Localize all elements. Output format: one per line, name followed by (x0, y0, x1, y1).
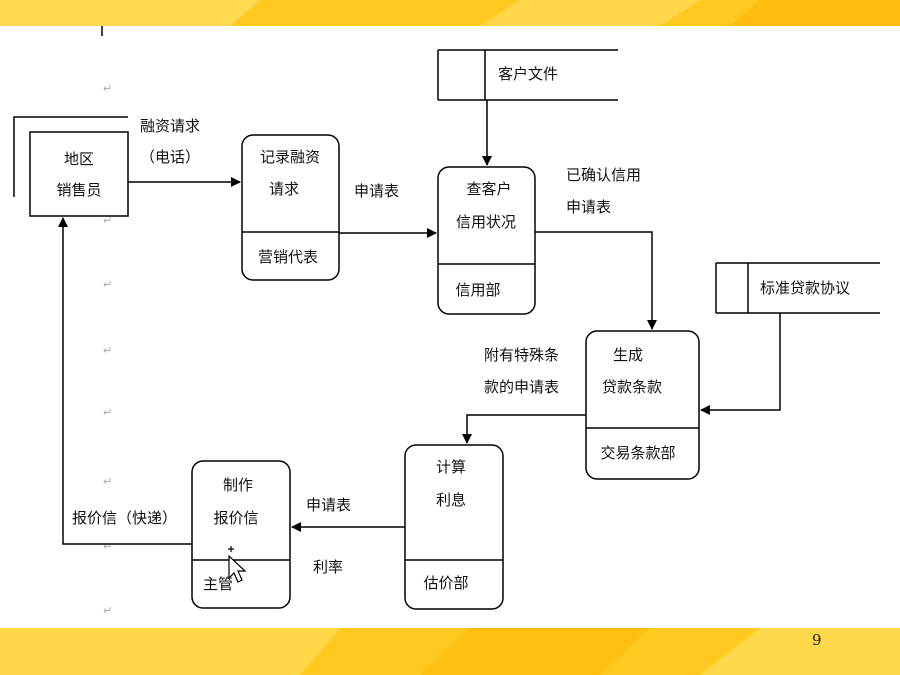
flow-label-quote-letter: 报价信（快递） (72, 509, 177, 527)
process-record-request: 记录融资 请求 营销代表 (241, 134, 340, 281)
arrow-quote-to-sales (58, 217, 192, 545)
svg-text:↵: ↵ (103, 604, 112, 617)
mouse-pointer-icon (228, 546, 247, 583)
process-title-line1: 制作 (223, 476, 253, 494)
data-store-standard-loan-agreement: 标准贷款协议 (715, 262, 880, 314)
arrow-check-to-generate (535, 231, 657, 330)
process-title-line1: 记录融资 (260, 148, 320, 166)
flow-label-application-form-2: 申请表 (306, 496, 351, 514)
process-title-line1: 查客户 (466, 180, 511, 198)
flow-arrows (58, 100, 781, 545)
flow-labels: 融资请求 （电话） 申请表 已确认信用 申请表 附有特殊条 款的申请表 申请表 … (72, 117, 641, 576)
bottom-banner (0, 628, 900, 675)
process-agent: 主管 (203, 575, 233, 593)
flow-label-application-form: 申请表 (354, 182, 399, 200)
flow-label-special-terms-form: 款的申请表 (484, 378, 559, 396)
flow-label-confirmed-credit-form: 申请表 (566, 198, 611, 216)
svg-text:↵: ↵ (103, 344, 112, 357)
svg-text:↵: ↵ (103, 82, 112, 95)
flow-label-confirmed-credit: 已确认信用 (566, 166, 641, 184)
entity-label-line2: 销售员 (56, 181, 101, 199)
process-title-line1: 计算 (436, 458, 466, 476)
top-banner (0, 0, 900, 26)
process-check-credit: 查客户 信用状况 信用部 (437, 166, 536, 315)
flow-label-special-terms: 附有特殊条 (484, 346, 559, 364)
page-number: 9 (812, 631, 822, 649)
flow-label-interest-rate: 利率 (313, 558, 343, 576)
svg-text:↵: ↵ (103, 475, 112, 488)
process-title-line2: 贷款条款 (602, 378, 662, 396)
flow-label-financing-request: 融资请求 (140, 117, 200, 135)
process-agent: 信用部 (455, 281, 500, 299)
data-store-customer-file: 客户文件 (437, 49, 618, 101)
svg-text:↵: ↵ (103, 214, 112, 227)
process-title-line2: 报价信 (213, 509, 258, 527)
process-make-quote: 制作 报价信 主管 (191, 460, 291, 609)
process-agent: 估价部 (423, 574, 468, 592)
process-title-line2: 信用状况 (456, 213, 516, 231)
svg-text:↵: ↵ (103, 406, 112, 419)
flow-label-financing-request-phone: （电话） (140, 148, 200, 166)
process-agent: 营销代表 (258, 248, 318, 266)
svg-text:↵: ↵ (103, 278, 112, 291)
process-title-line1: 生成 (613, 346, 643, 364)
arrow-agreement-to-generate (700, 313, 781, 415)
process-title-line2: 请求 (269, 180, 299, 198)
process-title-line2: 利息 (436, 491, 466, 509)
arrow-generate-to-compute (462, 414, 586, 444)
process-generate-terms: 生成 贷款条款 交易条款部 (585, 330, 700, 480)
process-agent: 交易条款部 (600, 444, 675, 462)
svg-text:↵: ↵ (103, 540, 112, 553)
data-store-label: 标准贷款协议 (760, 279, 850, 297)
process-compute-interest: 计算 利息 估价部 (404, 444, 504, 610)
external-entity-regional-sales: 地区 销售员 (13, 116, 129, 217)
entity-label-line1: 地区 (64, 150, 94, 168)
data-store-label: 客户文件 (498, 65, 558, 83)
